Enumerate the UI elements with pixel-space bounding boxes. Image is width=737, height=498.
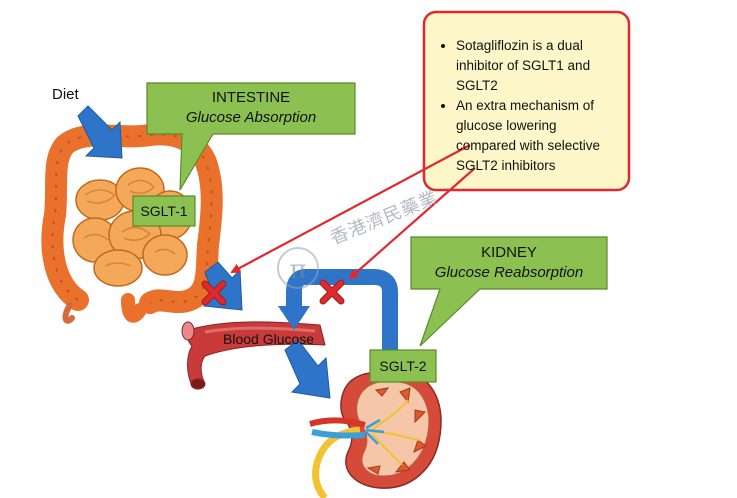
kidney-subtitle: Glucose Reabsorption (434, 264, 584, 281)
diet-arrow-icon (77, 105, 123, 159)
sglt1-box (132, 195, 196, 227)
reabsorption-arrow-icon (278, 269, 398, 352)
note-text: Sotagliflozin is a dual inhibitor of SGL… (424, 12, 629, 190)
diet-label: Diet (52, 86, 79, 103)
kidney-callout: KIDNEY Glucose Reabsorption (411, 243, 607, 283)
sglt1-label: SGLT-1 (140, 203, 188, 219)
sglt2-label: SGLT-2 (379, 358, 427, 374)
blood-vessel-illustration (181, 321, 326, 390)
intestine-callout: INTESTINE Glucose Absorption (147, 88, 355, 128)
x-mark-icon (201, 280, 227, 306)
inhibition-arrow-sglt2 (348, 167, 476, 280)
note-bullets: Sotagliflozin is a dual inhibitor of SGL… (440, 36, 619, 176)
inhibition-arrow-sglt1 (230, 144, 471, 273)
intestine-illustration (41, 123, 223, 324)
intestine-callout-bubble (146, 82, 356, 191)
pi-logo-icon: π (277, 247, 319, 289)
kidney-illustration (309, 371, 442, 498)
note-box (422, 10, 631, 192)
intestine-subtitle: Glucose Absorption (185, 109, 317, 126)
kidney-title: KIDNEY (481, 244, 537, 261)
sglt2-box (369, 349, 437, 383)
note-bullet: Sotagliflozin is a dual inhibitor of SGL… (456, 36, 619, 96)
blood-to-kidney-arrow-icon (284, 339, 331, 399)
kidney-callout-bubble (410, 236, 608, 347)
blood-glucose-label: Blood Glucose (223, 331, 315, 347)
svg-text:π: π (289, 255, 306, 285)
note-bullet: An extra mechanism of glucose lowering c… (456, 96, 619, 176)
x-mark-icon (319, 279, 345, 305)
intestine-title: INTESTINE (211, 89, 291, 106)
